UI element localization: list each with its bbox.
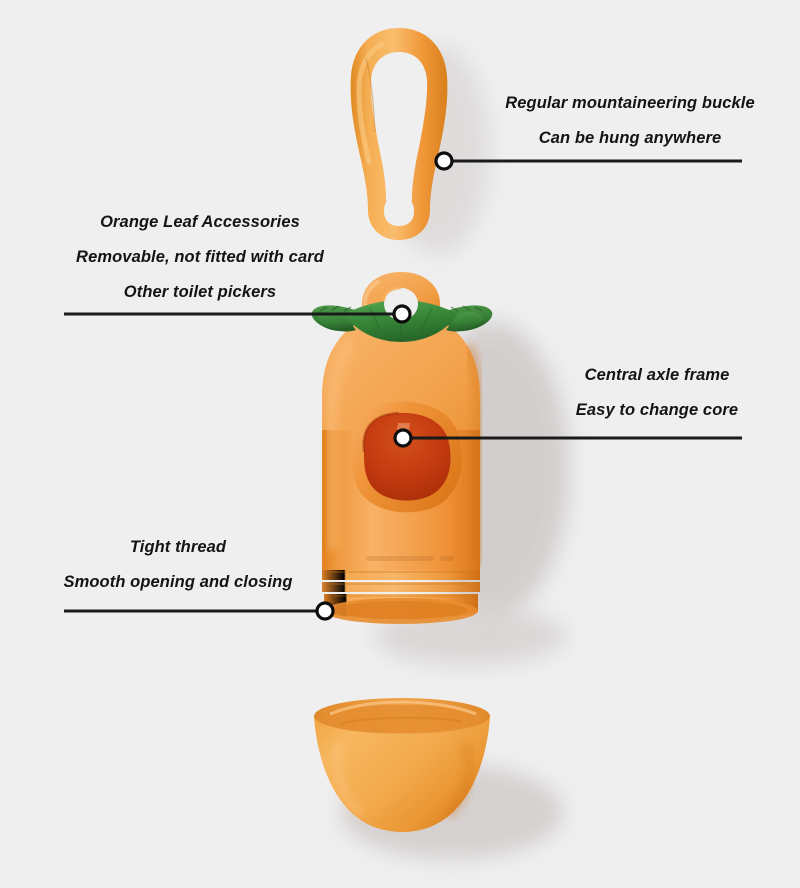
leaf-right-front	[446, 311, 484, 332]
bowl-body	[314, 702, 490, 832]
callout-thread-line-2: Smooth opening and closing	[63, 573, 293, 591]
mountaineering-buckle	[350, 28, 448, 240]
callout-buckle-line-2: Can be hung anywhere	[538, 129, 722, 147]
bottom-cap-bowl	[314, 698, 490, 832]
orange-dispenser-body	[322, 312, 485, 624]
callout-leaf-line-3: Other toilet pickers	[123, 283, 277, 301]
buckle-hole	[370, 52, 428, 211]
callout-leaf-line-1: Orange Leaf Accessories	[100, 213, 300, 231]
callout-label-leaf: Orange Leaf Accessories Removable, not f…	[62, 205, 338, 310]
bag-opening	[363, 412, 451, 501]
leaf-left-front	[318, 311, 356, 332]
screw-thread	[322, 570, 480, 624]
callout-thread-line-1: Tight thread	[129, 538, 227, 556]
embossed-marking	[366, 556, 454, 561]
callout-axle-line-1: Central axle frame	[584, 366, 730, 384]
callout-buckle-line-1: Regular mountaineering buckle	[505, 94, 755, 112]
callout-label-axle: Central axle frame Easy to change core	[566, 358, 748, 428]
callout-label-thread: Tight thread Smooth opening and closing	[62, 530, 294, 600]
callout-axle-line-2: Easy to change core	[575, 401, 739, 419]
callout-leaf-line-2: Removable, not fitted with card	[76, 248, 324, 266]
callout-label-buckle: Regular mountaineering buckle Can be hun…	[502, 86, 758, 156]
buckle-gate-slot	[384, 196, 414, 226]
bowl-interior	[322, 705, 482, 733]
